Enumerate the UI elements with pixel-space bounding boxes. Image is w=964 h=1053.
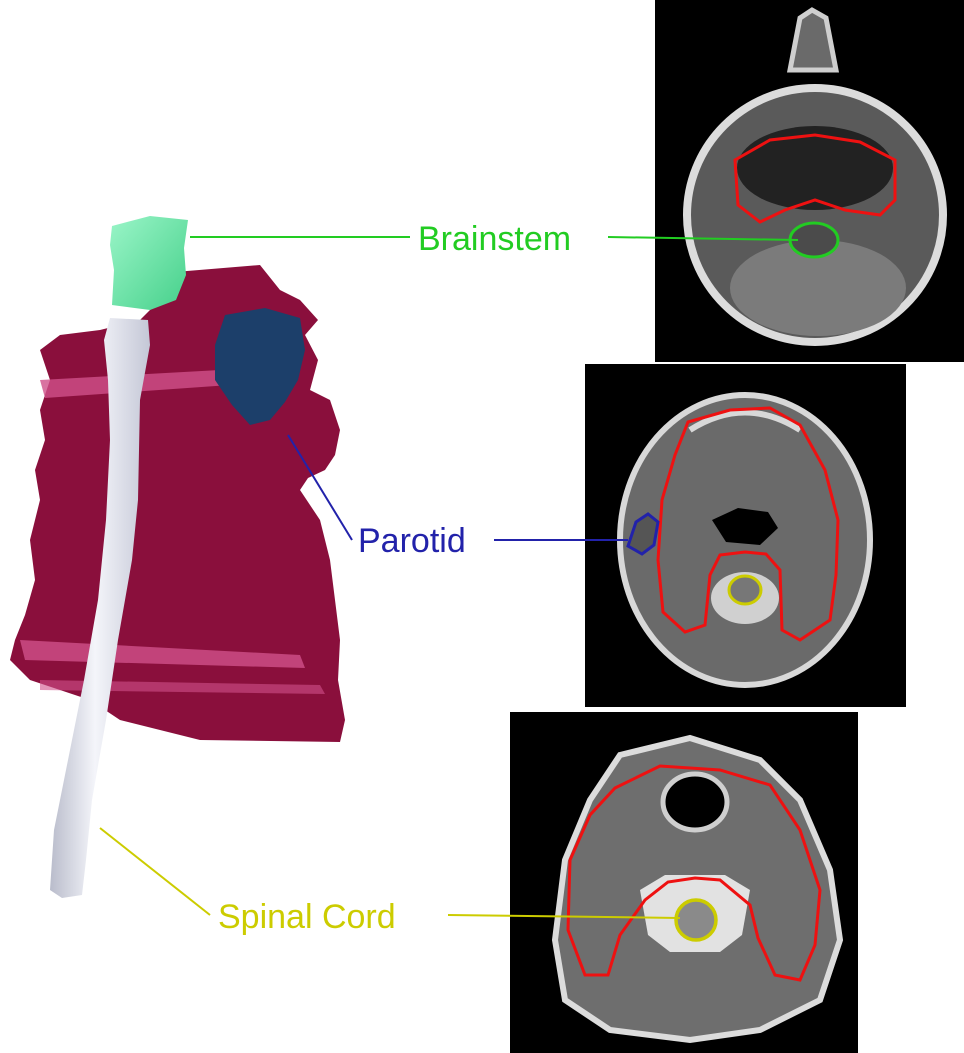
3d-rendering [10, 216, 345, 898]
sinus-area [737, 126, 893, 210]
spinal-cord-leader-left [100, 828, 210, 915]
spinal-cord-contour [676, 900, 716, 940]
parotid-annotation: Parotid [288, 435, 628, 560]
ct-slice-parotid-level [585, 364, 906, 707]
brainstem-label: Brainstem [418, 220, 571, 258]
ct-slice-cord-level [510, 712, 858, 1053]
trachea [663, 774, 727, 830]
spinal-cord-label: Spinal Cord [218, 898, 396, 936]
ct-slice-brainstem-level [655, 0, 964, 362]
brainstem-3d [110, 216, 188, 310]
spinal-cord-contour [729, 576, 761, 604]
parotid-label: Parotid [358, 522, 466, 560]
